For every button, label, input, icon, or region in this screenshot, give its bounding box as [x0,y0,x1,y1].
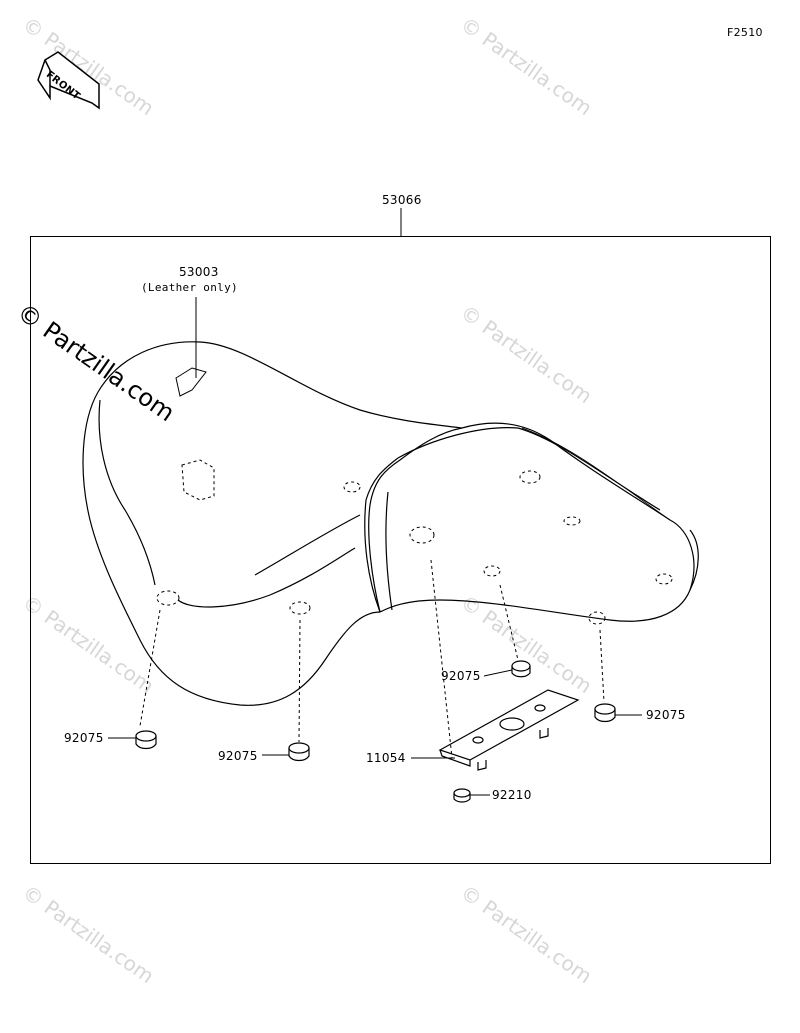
part-label-92210: 92210 [492,788,532,802]
bracket [438,689,580,771]
part-label-92075: 92075 [64,731,104,745]
damper-icon [135,660,616,762]
figure-code: F2510 [727,26,763,39]
part-label-11054: 11054 [366,751,406,765]
front-arrow-icon [37,51,100,110]
seat-body [82,341,699,706]
part-label-53066: 53066 [382,193,422,207]
part-label-53003-note: (Leather only) [141,281,238,294]
part-label-92075: 92075 [441,669,481,683]
part-label-92075: 92075 [218,749,258,763]
grommet-icon [453,788,471,803]
part-label-92075: 92075 [646,708,686,722]
cover-patch [175,297,207,397]
part-label-53003: 53003 [179,265,219,279]
assembly-frame [30,236,771,864]
